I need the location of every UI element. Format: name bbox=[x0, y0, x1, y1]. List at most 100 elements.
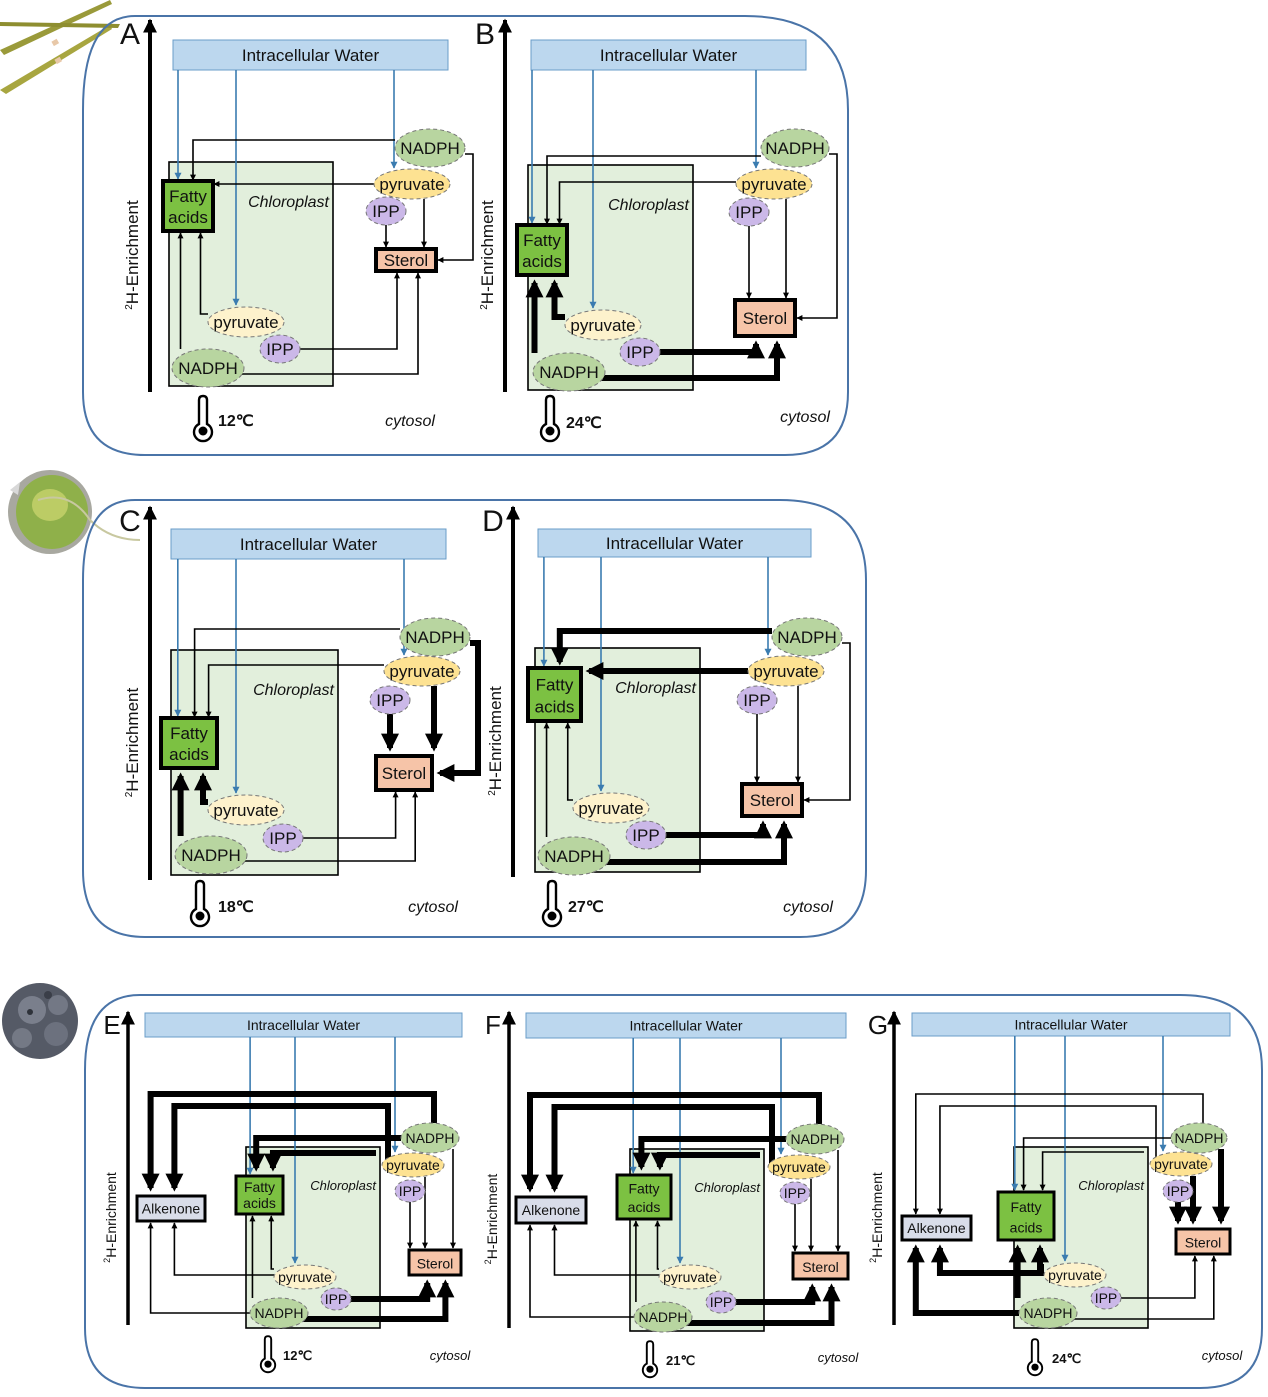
thermometer-icon bbox=[1026, 1338, 1044, 1377]
intracellular-water-box bbox=[530, 39, 807, 71]
fatty-acids-label-line1: Fatty bbox=[628, 1180, 659, 1196]
thermometer-bulb bbox=[545, 426, 555, 436]
ipp-cytosol-node-shape bbox=[736, 685, 778, 715]
pyruvate-chloroplast-node: pyruvate bbox=[658, 1264, 722, 1290]
intracellular-water-box bbox=[144, 1012, 463, 1038]
nadph-chloroplast-node-label: NADPH bbox=[539, 363, 599, 382]
ipp-cytosol-node-label: IPP bbox=[399, 1183, 422, 1199]
sterol-box bbox=[740, 782, 804, 818]
nadph-chloroplast-node-shape bbox=[249, 1297, 309, 1329]
sterol-box bbox=[374, 247, 438, 273]
alkenone-label: Alkenone bbox=[522, 1202, 581, 1218]
flux-nadph-cyto-to-sterol bbox=[436, 640, 481, 782]
pyruvate-cytosol-node: pyruvate bbox=[383, 655, 461, 687]
thermometer-bulb bbox=[195, 911, 205, 921]
flux-nadph-cyto-to-fatty-acids bbox=[544, 155, 761, 225]
pyruvate-cytosol-node: pyruvate bbox=[373, 168, 451, 200]
nadph-chloroplast-node: NADPH bbox=[171, 348, 245, 388]
thermometer-outline bbox=[641, 1340, 659, 1379]
nadph-chloroplast-node-label: NADPH bbox=[638, 1309, 687, 1325]
nadph-cytosol-node: NADPH bbox=[399, 617, 471, 657]
ipp-cytosol-node-label: IPP bbox=[735, 203, 762, 222]
ipp-cytosol-node: IPP bbox=[1162, 1179, 1194, 1203]
cytosol-label: cytosol bbox=[780, 409, 830, 426]
intracellular-water-label: Intracellular Water bbox=[1014, 1017, 1127, 1033]
flux-ipp-chl-to-sterol bbox=[660, 340, 765, 359]
nadph-cytosol-node: NADPH bbox=[400, 1122, 460, 1154]
ipp-chloroplast-node-shape bbox=[625, 820, 667, 850]
pyruvate-cytosol-node-label: pyruvate bbox=[741, 175, 806, 194]
pyruvate-cytosol-node-label: pyruvate bbox=[379, 175, 444, 194]
fatty-acids-label-line2: acids bbox=[522, 252, 562, 271]
ipp-cytosol-node-shape bbox=[728, 197, 770, 227]
nadph-cytosol-node: NADPH bbox=[785, 1123, 845, 1155]
intracellular-water-label: Intracellular Water bbox=[606, 534, 744, 553]
fatty-acids-label-line2: acids bbox=[535, 698, 575, 717]
fatty-acids-label-line1: Fatty bbox=[523, 231, 561, 250]
thermometer-bulb bbox=[646, 1365, 654, 1373]
flux-pyruvate-chl-to-fatty-acids bbox=[194, 772, 212, 805]
pyruvate-cytosol-node: pyruvate bbox=[747, 655, 825, 687]
ipp-chloroplast-node: IPP bbox=[320, 1287, 352, 1311]
thermometer-outline bbox=[259, 1335, 277, 1374]
flux-nadph-chl-to-alkenone bbox=[906, 1244, 1019, 1316]
flux-nadph-chl-to-alkenone bbox=[147, 1222, 250, 1314]
ipp-cytosol-node: IPP bbox=[394, 1179, 426, 1203]
pyruvate-chloroplast-node-label: pyruvate bbox=[213, 801, 278, 820]
sterol-box bbox=[1174, 1227, 1232, 1256]
nadph-chloroplast-node: NADPH bbox=[249, 1297, 309, 1329]
sterol-label: Sterol bbox=[802, 1259, 839, 1275]
nadph-cytosol-node-label: NADPH bbox=[405, 1130, 454, 1146]
panel-letter: G bbox=[868, 1010, 888, 1040]
sterol-label: Sterol bbox=[750, 791, 794, 810]
axis-label: 2H-Enrichment bbox=[868, 1172, 885, 1263]
pyruvate-chloroplast-node: pyruvate bbox=[572, 792, 650, 824]
nadph-chloroplast-node-shape bbox=[537, 836, 611, 876]
sterol-label: Sterol bbox=[384, 251, 428, 270]
nadph-cytosol-node-shape bbox=[400, 1122, 460, 1154]
ipp-cytosol-node-label: IPP bbox=[743, 691, 770, 710]
cell-outline-cd bbox=[82, 499, 867, 938]
ipp-cytosol-node-label: IPP bbox=[376, 691, 403, 710]
sterol-box bbox=[791, 1251, 850, 1281]
pyruvate-cytosol-node-shape bbox=[383, 655, 461, 687]
thermometer-icon bbox=[189, 879, 211, 928]
pyruvate-chloroplast-node: pyruvate bbox=[207, 794, 285, 826]
pyruvate-cytosol-node: pyruvate bbox=[767, 1154, 831, 1180]
pyruvate-cytosol-node-label: pyruvate bbox=[753, 662, 818, 681]
fatty-acids-box bbox=[615, 1173, 673, 1221]
ipp-chloroplast-node-shape bbox=[1090, 1286, 1122, 1310]
chloroplast-label: Chloroplast bbox=[310, 1178, 377, 1193]
pyruvate-cytosol-node: pyruvate bbox=[381, 1152, 445, 1178]
thermometer-outline bbox=[539, 394, 561, 443]
intracellular-water-box bbox=[525, 1012, 847, 1039]
sterol-label: Sterol bbox=[743, 309, 787, 328]
pyruvate-chloroplast-node: pyruvate bbox=[1043, 1262, 1107, 1288]
thermometer-bulb bbox=[1031, 1363, 1039, 1371]
flux-pyruvate-chl-to-fatty-acids bbox=[197, 232, 208, 315]
pyruvate-chloroplast-node-label: pyruvate bbox=[213, 313, 278, 332]
pyruvate-cytosol-node-shape bbox=[735, 168, 813, 200]
thermometer-icon bbox=[259, 1335, 277, 1374]
flux-pyruvate-chl-to-fatty-acids bbox=[654, 1220, 661, 1270]
nadph-chloroplast-node-label: NADPH bbox=[254, 1305, 303, 1321]
pyruvate-chloroplast-node-shape bbox=[273, 1264, 337, 1290]
fatty-acids-label-line2: acids bbox=[243, 1195, 276, 1211]
flux-ipp-chl-to-sterol bbox=[666, 820, 772, 839]
flux-nadph-chl-to-alkenone bbox=[527, 1224, 634, 1318]
flux-pyruvate-chl-to-fatty-acids bbox=[545, 279, 565, 320]
ipp-chloroplast-node: IPP bbox=[1090, 1286, 1122, 1310]
flux-nadph-cyto-to-fatty-acids bbox=[632, 1136, 786, 1171]
thermometer-icon bbox=[192, 394, 214, 443]
nadph-chloroplast-node: NADPH bbox=[537, 836, 611, 876]
fatty-acids-label-line1: Fatty bbox=[244, 1179, 275, 1195]
thermometer-icon bbox=[641, 1340, 659, 1379]
panel-letter: F bbox=[485, 1010, 501, 1040]
fatty-acids-box bbox=[234, 1174, 285, 1216]
sterol-box bbox=[407, 1248, 463, 1277]
alkenone-label: Alkenone bbox=[142, 1201, 201, 1217]
alkenone-box bbox=[514, 1195, 588, 1225]
nadph-cytosol-node-shape bbox=[771, 617, 843, 657]
pyruvate-chloroplast-node-shape bbox=[207, 306, 285, 338]
